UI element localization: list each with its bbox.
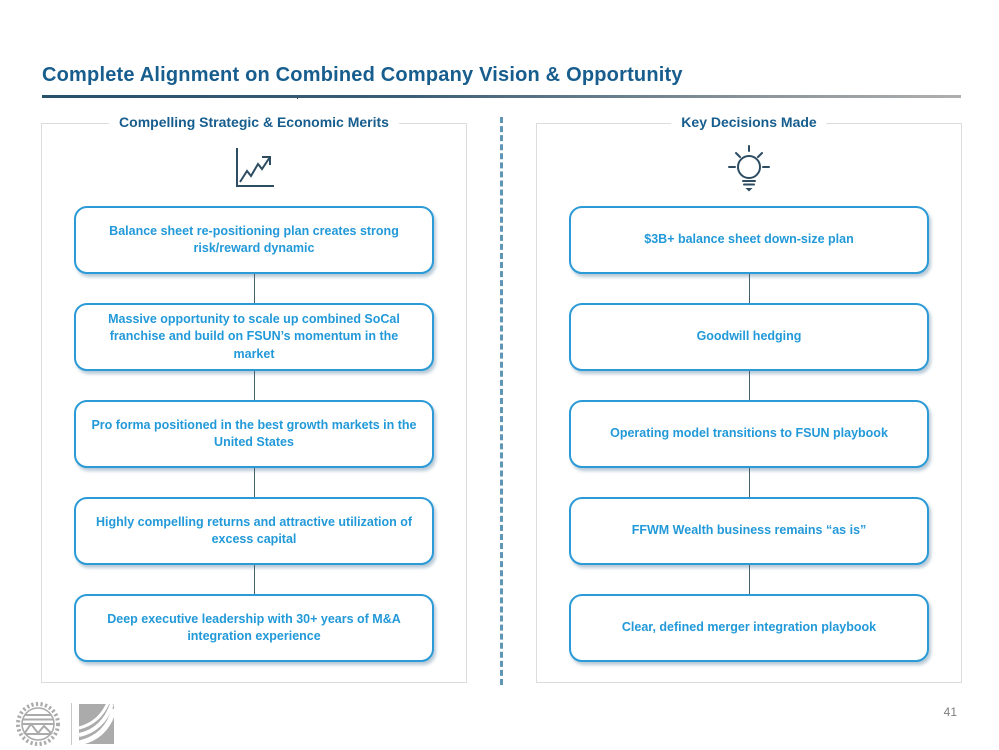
left-flow-boxes: Balance sheet re-positioning plan create… — [74, 206, 434, 662]
title-underline — [42, 95, 961, 98]
connector-line — [748, 468, 750, 497]
connector-line — [748, 565, 750, 594]
footer-logos — [12, 700, 115, 748]
flow-box: $3B+ balance sheet down-size plan — [569, 206, 929, 274]
lightbulb-icon — [728, 145, 770, 192]
swoosh-logo — [79, 703, 115, 745]
right-panel-header: Key Decisions Made — [671, 114, 827, 130]
left-panel: Compelling Strategic & Economic Merits B… — [41, 114, 467, 683]
sun-seal-logo — [16, 702, 60, 746]
connector-line — [253, 274, 255, 303]
flow-box: Massive opportunity to scale up combined… — [74, 303, 434, 371]
connector-line — [253, 371, 255, 400]
connector-line — [748, 274, 750, 303]
logo-separator — [71, 703, 72, 745]
line-chart-icon — [236, 148, 274, 187]
page-number: 41 — [943, 705, 957, 719]
connector-line — [253, 468, 255, 497]
flow-box: Balance sheet re-positioning plan create… — [74, 206, 434, 274]
right-flow-boxes: $3B+ balance sheet down-size plan Goodwi… — [569, 206, 929, 662]
flow-box: Deep executive leadership with 30+ years… — [74, 594, 434, 662]
right-panel: Key Decisions Made $3B+ balance sheet do… — [536, 114, 962, 683]
flow-box: Highly compelling returns and attractive… — [74, 497, 434, 565]
flow-box: Pro forma positioned in the best growth … — [74, 400, 434, 468]
flow-box: Clear, defined merger integration playbo… — [569, 594, 929, 662]
connector-line — [253, 565, 255, 594]
flow-box: FFWM Wealth business remains “as is” — [569, 497, 929, 565]
left-panel-header: Compelling Strategic & Economic Merits — [109, 114, 399, 130]
dashed-divider — [500, 117, 503, 685]
flow-box: Operating model transitions to FSUN play… — [569, 400, 929, 468]
page-title: Complete Alignment on Combined Company V… — [42, 64, 683, 86]
connector-line — [748, 371, 750, 400]
flow-box: Goodwill hedging — [569, 303, 929, 371]
stray-mark: . — [296, 90, 300, 102]
